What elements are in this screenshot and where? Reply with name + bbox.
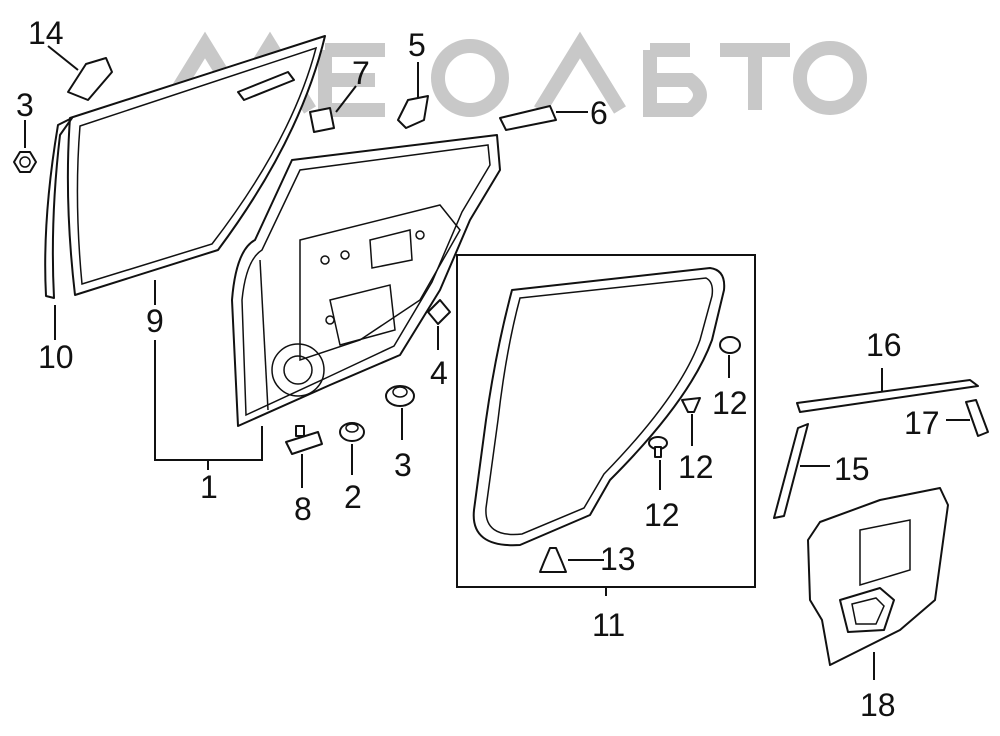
callout-12-c: 12 (644, 497, 680, 533)
part-5-clip (397, 95, 429, 129)
part-16-moulding (796, 379, 979, 413)
callout-8: 8 (294, 491, 312, 527)
callout-7: 7 (352, 55, 370, 91)
watermark-logo (159, 31, 867, 117)
callout-5: 5 (408, 27, 426, 63)
part-14-bracket (67, 57, 113, 101)
callout-6: 6 (590, 95, 608, 131)
callout-12-a: 12 (712, 385, 748, 421)
callout-9: 9 (146, 303, 164, 339)
callout-11: 11 (592, 607, 625, 643)
part-2-clip (339, 422, 365, 442)
callout-1: 1 (200, 469, 218, 505)
part-17-cap (965, 399, 989, 437)
callout-3-left: 3 (16, 87, 34, 123)
leader-lines (24, 45, 970, 680)
callout-3-right: 3 (394, 447, 412, 483)
callout-14: 14 (28, 15, 64, 51)
part-7-clip (309, 107, 335, 133)
door-weatherstrip (472, 267, 726, 547)
callout-18: 18 (860, 687, 896, 723)
part-4-pad (427, 299, 451, 325)
callout-2: 2 (344, 479, 362, 515)
door-glass (66, 35, 326, 296)
part-12-clips (648, 336, 741, 458)
glass-run-channel (44, 117, 73, 299)
callout-16: 16 (866, 327, 902, 363)
part-3-clip-right (385, 385, 415, 407)
callout-17: 17 (904, 405, 940, 441)
callout-13: 13 (600, 541, 636, 577)
part-3-clip-left (13, 151, 37, 173)
callout-4: 4 (430, 355, 448, 391)
callout-10: 10 (38, 339, 74, 375)
part-18-cover (807, 487, 949, 666)
door-shell (231, 134, 501, 427)
part-8-striker (285, 425, 323, 455)
callout-12-b: 12 (678, 449, 714, 485)
callout-15: 15 (834, 451, 870, 487)
part-13-clip (539, 547, 567, 573)
part-6-bracket (499, 105, 557, 131)
callout-labels: 14 3 10 9 1 7 5 6 4 3 2 8 11 13 12 12 12… (16, 15, 940, 723)
part-15-trim (773, 423, 809, 519)
